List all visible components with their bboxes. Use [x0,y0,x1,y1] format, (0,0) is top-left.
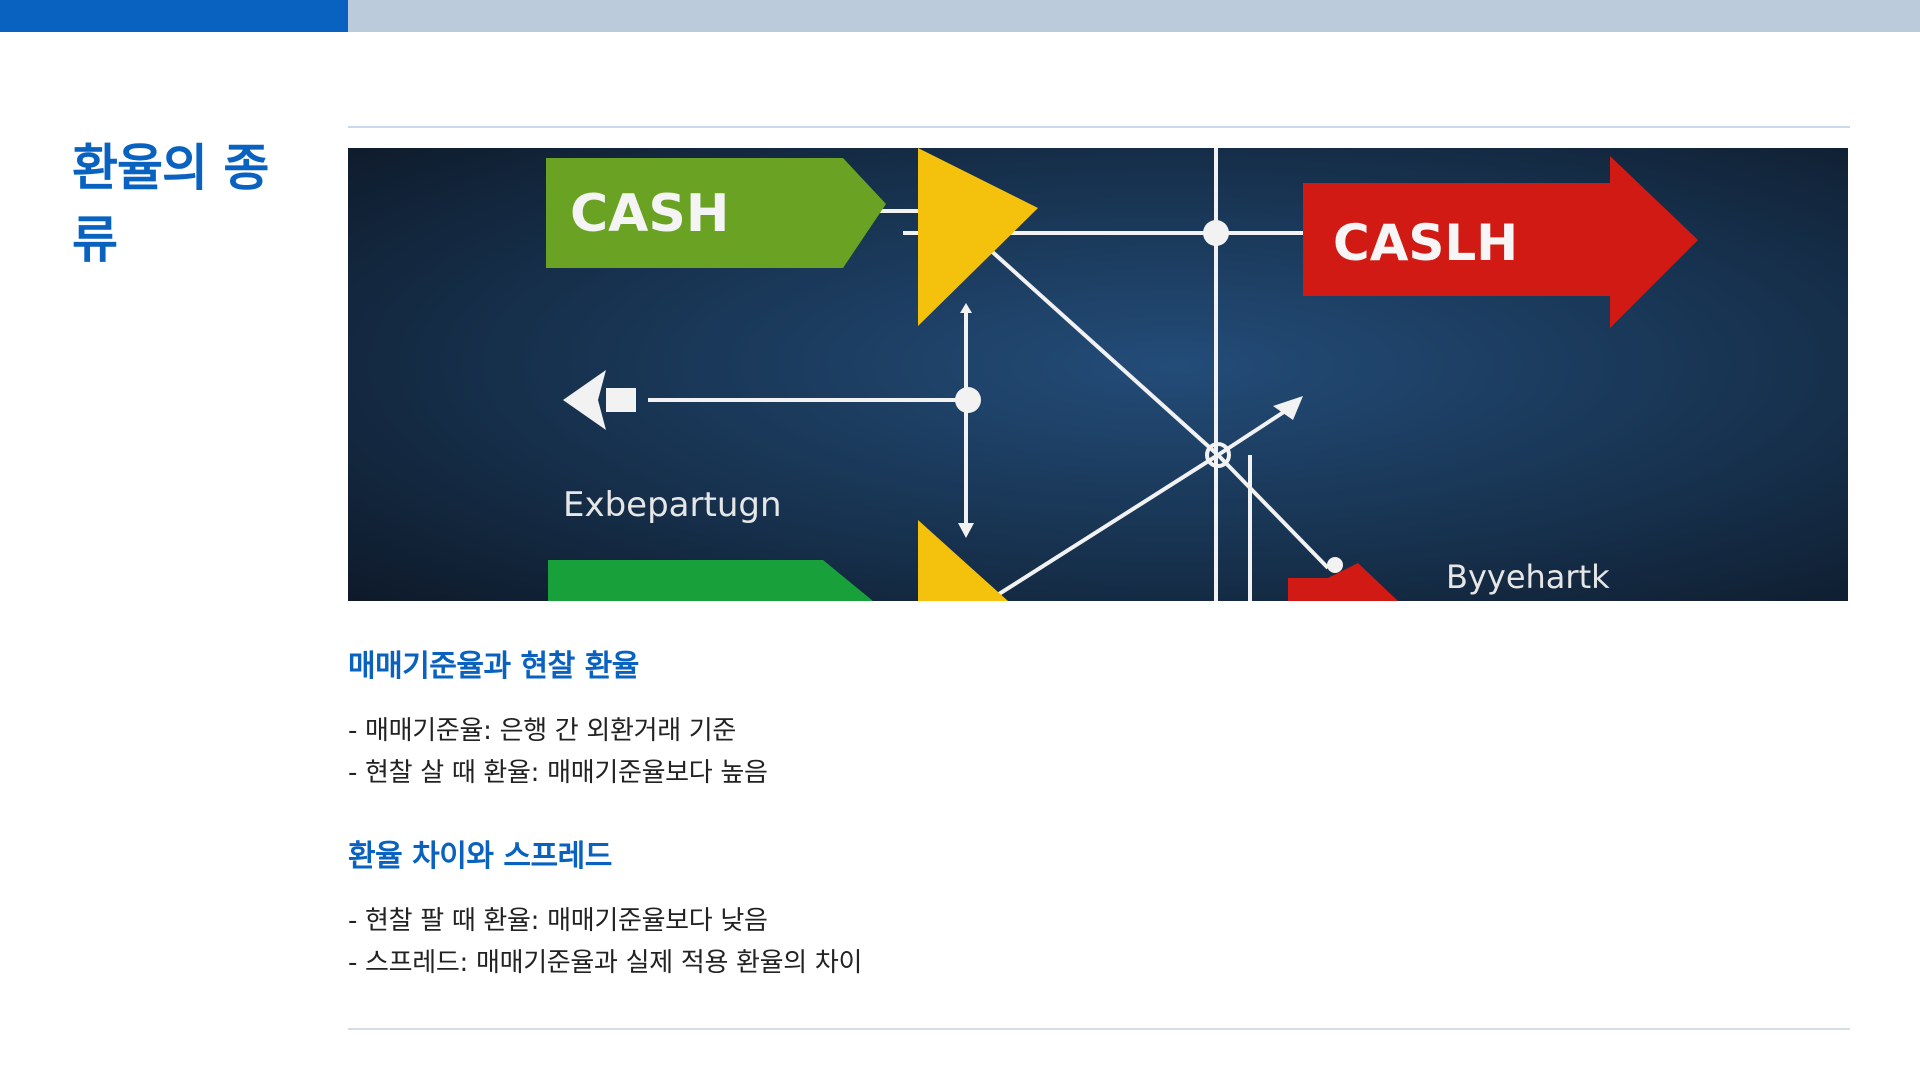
up-arrow-icon [960,303,972,313]
cash-red-arrow [1303,156,1698,328]
down-arrow-icon [958,523,974,538]
junction-node [1203,220,1229,246]
red-arrow-bottom [1288,563,1398,601]
slide-title: 환율의 종류 [72,139,269,269]
yellow-triangle-top [918,148,1038,326]
bullet-item: - 스프레드: 매매기준율과 실제 적용 환율의 차이 [348,948,863,978]
divider-top [348,126,1850,128]
section-exchange-rate-basis: 매매기준율과 현찰 환율 - 매매기준율: 은행 간 외환거래 기준 - 현찰 … [348,642,1748,794]
hero-image: CASH CASLH Exbepartugn Byyehartk [348,148,1848,601]
junction-node [1205,442,1231,468]
section-spread: 환율 차이와 스프레드 - 현찰 팔 때 환율: 매매기준율보다 낮음 - 스프… [348,832,1748,984]
divider-bottom [348,1028,1850,1030]
top-bar-accent [0,0,348,32]
bullet-item: - 매매기준율: 은행 간 외환거래 기준 [348,716,737,746]
left-arrow-icon [563,370,606,430]
section-heading: 환율 차이와 스프레드 [348,839,612,874]
cash-red-label: CASLH [1333,214,1518,272]
hero-illustration: CASH CASLH Exbepartugn Byyehartk [348,148,1848,601]
section-heading: 매매기준율과 현찰 환율 [348,649,639,684]
bullet-list: - 현찰 팔 때 환율: 매매기준율보다 낮음 - 스프레드: 매매기준율과 실… [348,900,1748,984]
yellow-triangle-bottom [918,520,1008,601]
bullet-item: - 현찰 팔 때 환율: 매매기준율보다 낮음 [348,906,768,936]
top-bar [0,0,1920,32]
junction-node [955,387,981,413]
middle-label: Exbepartugn [563,485,782,525]
cash-green-label: CASH [570,184,729,244]
bullet-item: - 현찰 살 때 환율: 매매기준율보다 높음 [348,758,768,788]
bullet-list: - 매매기준율: 은행 간 외환거래 기준 - 현찰 살 때 환율: 매매기준율… [348,710,1748,794]
green-arrow-bottom [548,560,873,601]
junction-node [1327,557,1343,573]
cash-green-arrow [546,158,886,268]
bottom-right-label: Byyehartk [1446,558,1610,596]
left-arrow-tail [606,388,636,412]
diagonal-arrow-icon [1273,396,1303,420]
